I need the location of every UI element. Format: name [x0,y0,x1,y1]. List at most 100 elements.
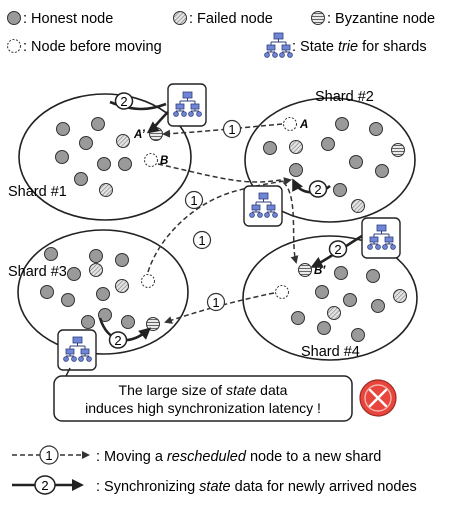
step-1-badge: 1 [206,292,226,312]
failed-node-icon [173,11,187,25]
honest-node [349,155,363,169]
trie-box-shard-4 [361,217,401,259]
honest-node [351,328,365,342]
honest-node [56,122,70,136]
honest-node [317,321,331,335]
callout-line-1: The large size of state data [119,382,288,398]
honest-node [61,293,75,307]
node-a-label: A [299,119,308,131]
node-before-moving [141,274,155,288]
honest-node [321,137,335,151]
legend-failed-label: : Failed node [189,11,273,27]
legend-sync-label: : Synchronizing state data for newly arr… [96,479,417,495]
failed-node [393,289,407,303]
legend-moving-label: : Moving a rescheduled node to a new sha… [96,449,381,465]
failed-node [289,140,303,154]
honest-node [334,266,348,280]
svg-text:2: 2 [334,242,341,257]
byzantine-node [391,143,405,157]
honest-node [96,287,110,301]
failed-node [115,279,129,293]
svg-text:1: 1 [45,448,52,463]
callout-box [53,375,353,422]
legend-trie-label: : State trie for shards [292,39,427,55]
move-arrow-a [162,123,283,138]
honest-node [121,315,135,329]
svg-text:2: 2 [114,333,121,348]
honest-node-icon [7,11,21,25]
step-2-badge: 2 [114,92,134,110]
legend-failed: : Failed node [173,11,273,27]
legend-before-moving: : Node before moving [7,39,162,55]
shard-3-nodes [40,247,160,331]
honest-node [369,122,383,136]
move-arrow-c [147,177,292,273]
node-b-prime-label: B’ [314,265,326,277]
svg-text:2: 2 [41,478,48,493]
step-1-badge: 1 [184,190,204,210]
shard-4-nodes [275,263,407,342]
callout-line-2: induces high synchronization latency ! [85,400,321,416]
honest-node [371,299,385,313]
failed-node [89,263,103,277]
honest-node [333,183,347,197]
legend-honest-label: : Honest node [23,11,113,27]
shard-4-region [242,235,418,361]
step-2-badge: 2 [328,240,348,258]
node-before-moving [275,285,289,299]
legend-trie: : State trie for shards [264,32,427,58]
svg-text:1: 1 [198,233,205,248]
shard-2-nodes [263,117,405,213]
shard-1-label: Shard #1 [8,184,67,200]
honest-node [81,315,95,329]
failed-node [351,199,365,213]
state-trie-icon [264,32,293,58]
step-2-badge: 2 [308,180,328,198]
legend-honest: : Honest node [7,11,113,27]
honest-node [44,247,58,261]
node-b-label: B [160,155,168,167]
failed-node [99,183,113,197]
shard-3-label: Shard #3 [8,264,67,280]
step-2-badge: 2 [108,331,128,349]
byzantine-node-icon [311,11,325,25]
svg-text:1: 1 [228,122,235,137]
honest-node [97,157,111,171]
failed-node [116,134,130,148]
honest-node [375,164,389,178]
node-before-moving-icon [7,39,21,53]
svg-text:2: 2 [120,94,127,109]
step-1-badge: 1 [222,119,242,139]
trie-box-shard-2 [243,185,283,227]
node-b-prime [298,263,312,277]
honest-node [263,141,277,155]
byzantine-node [146,317,160,331]
legend-byzantine: : Byzantine node [311,11,435,27]
latency-callout: The large size of state data induces hig… [53,367,353,422]
sync-arrow-shard-1 [146,111,169,134]
move-arrow-b [157,163,299,264]
honest-node [40,285,54,299]
node-a-prime-label: A’ [133,129,146,141]
shard-4-label: Shard #4 [301,344,360,360]
honest-node [315,285,329,299]
honest-node [289,163,303,177]
honest-node [55,150,69,164]
legend-byzantine-label: : Byzantine node [327,11,435,27]
honest-node [118,157,132,171]
honest-node [91,117,105,131]
shard-1-nodes [55,117,163,197]
honest-node [115,253,129,267]
svg-text:2: 2 [314,182,321,197]
honest-node [291,311,305,325]
error-x-icon [359,379,397,417]
step-1-badge: 1 [192,230,212,250]
failed-node [327,306,341,320]
node-b-before-moving [144,153,158,167]
legend-before-moving-label: : Node before moving [23,39,162,55]
honest-node [67,267,81,281]
honest-node [79,136,93,150]
node-a-before-moving [283,117,297,131]
